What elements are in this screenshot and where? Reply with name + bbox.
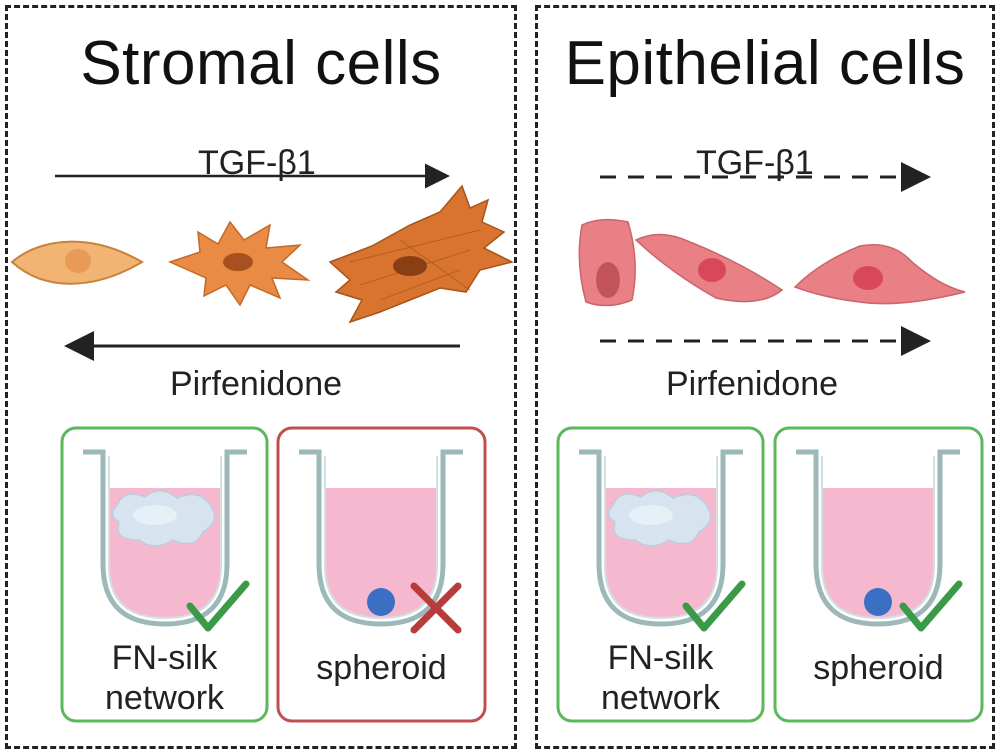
tube-box-epithelial-fn-silk [556,426,765,723]
label-line-1: spheroid [316,649,447,687]
epithelial-cell-1 [578,218,636,307]
epithelial-panel: Epithelial cells TGF-β1 Pirfenidone [535,5,995,749]
tube-box-stromal-spheroid [276,426,487,723]
epithelial-fn-silk-tube [579,449,746,632]
stromal-fn-silk-tube [83,449,250,632]
epithelial-cell-2 [634,233,784,303]
epithelial-fn-silk-label: FN-silk network [558,638,763,718]
tube-inner-wall [324,456,438,620]
check-icon [682,580,746,632]
tube-wall [796,449,960,627]
epithelial-pirfenidone-label: Pirfenidone [666,365,839,403]
spheroid [864,588,892,616]
tube-inner-wall [108,456,222,620]
medium [325,488,437,618]
silk-highlight [629,505,673,525]
label-line-1: FN-silk [111,639,218,677]
tube-wall [83,449,247,627]
check-icon [899,580,963,632]
epithelial-cell-3 [793,244,966,305]
cross-icon [410,582,462,634]
silk-highlight [133,505,177,525]
label-line-1: spheroid [813,649,944,687]
stromal-cell-2 [167,220,311,307]
label-line-1: FN-silk [607,639,714,677]
tube-wall [299,449,463,627]
epithelial-spheroid-tube [796,449,963,632]
stromal-tgf-label: TGF-β1 [198,144,316,182]
medium [822,488,934,618]
epithelial-tgf-label: TGF-β1 [696,144,814,182]
stromal-cell-3 [328,184,515,324]
label-line-2: network [600,679,721,717]
stromal-pirfenidone-label: Pirfenidone [170,365,343,403]
spheroid [367,588,395,616]
stromal-title: Stromal cells [80,29,442,98]
tube-box-stromal-fn-silk [60,426,269,723]
epithelial-title: Epithelial cells [564,29,966,98]
tube-box-epithelial-spheroid [773,426,984,723]
tube-inner-wall [821,456,935,620]
stromal-spheroid-tube [299,449,463,634]
label-line-2: network [104,679,225,717]
stromal-spheroid-label: spheroid [278,648,485,688]
stromal-cell-1 [10,240,144,285]
check-icon [186,580,250,632]
tube-inner-wall [604,456,718,620]
tube-wall [579,449,743,627]
stromal-fn-silk-label: FN-silk network [62,638,267,718]
epithelial-spheroid-label: spheroid [775,648,982,688]
stromal-panel: Stromal cells TGF-β1 Pirfenidone [5,5,517,749]
